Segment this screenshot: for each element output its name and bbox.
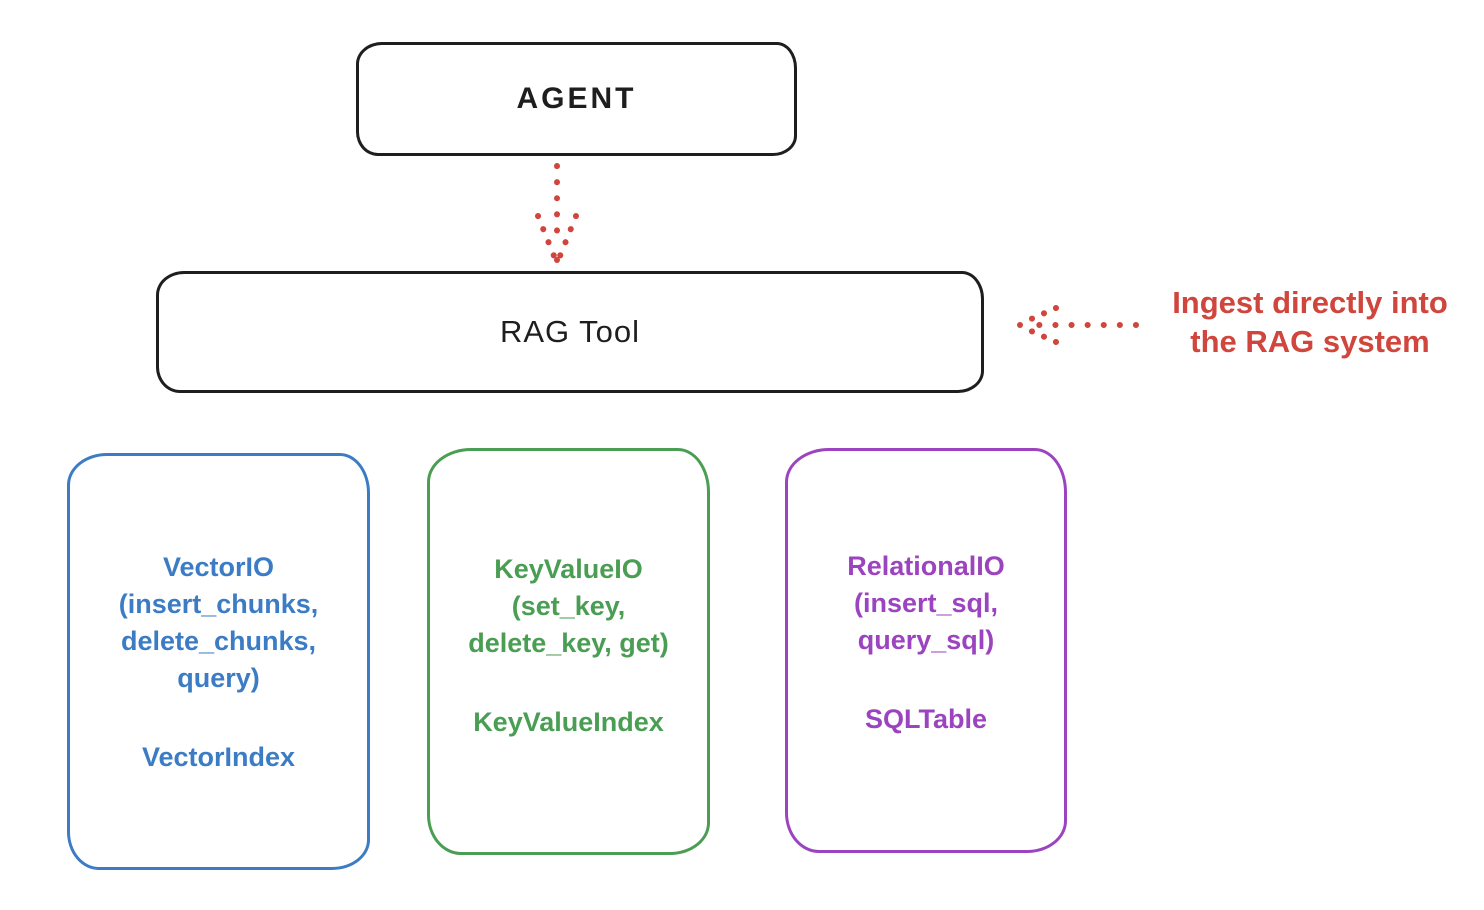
- store-index-label: SQLTable: [864, 704, 987, 734]
- store-method-line: (insert_sql,: [853, 588, 999, 618]
- store-index-label: KeyValueIndex: [473, 707, 664, 737]
- store-method-line: query): [177, 663, 260, 693]
- store-title: RelationalIO: [847, 551, 1005, 581]
- ingest-annotation-line: the RAG system: [1190, 324, 1430, 359]
- agent-to-ragtool-arrow: [527, 160, 587, 266]
- ingest-arrow: [1014, 298, 1144, 350]
- ingest-annotation-line: Ingest directly into: [1172, 285, 1448, 320]
- dotted-left-arrow-icon: [1017, 305, 1139, 345]
- store-method-line: delete_chunks,: [120, 626, 317, 656]
- rag-tool-node: RAG Tool: [156, 271, 984, 393]
- store-index-label: VectorIndex: [141, 742, 296, 772]
- agent-label: AGENT: [516, 82, 637, 115]
- store-method-line: delete_key, get): [468, 628, 669, 658]
- store-method-line: query_sql): [857, 625, 995, 655]
- ingest-annotation: Ingest directly into the RAG system: [1140, 283, 1480, 361]
- rag-tool-label: RAG Tool: [499, 314, 641, 349]
- agent-node: AGENT: [356, 42, 797, 156]
- vector-io-node: VectorIO (insert_chunks, delete_chunks, …: [67, 453, 370, 870]
- keyvalue-io-node: KeyValueIO (set_key, delete_key, get) Ke…: [427, 448, 710, 855]
- dotted-down-arrow-icon: [535, 163, 579, 263]
- store-method-line: (set_key,: [511, 591, 626, 621]
- store-title: VectorIO: [162, 552, 275, 582]
- store-method-line: (insert_chunks,: [118, 589, 319, 619]
- store-title: KeyValueIO: [494, 554, 643, 584]
- relational-io-node: RelationalIO (insert_sql, query_sql) SQL…: [785, 448, 1067, 853]
